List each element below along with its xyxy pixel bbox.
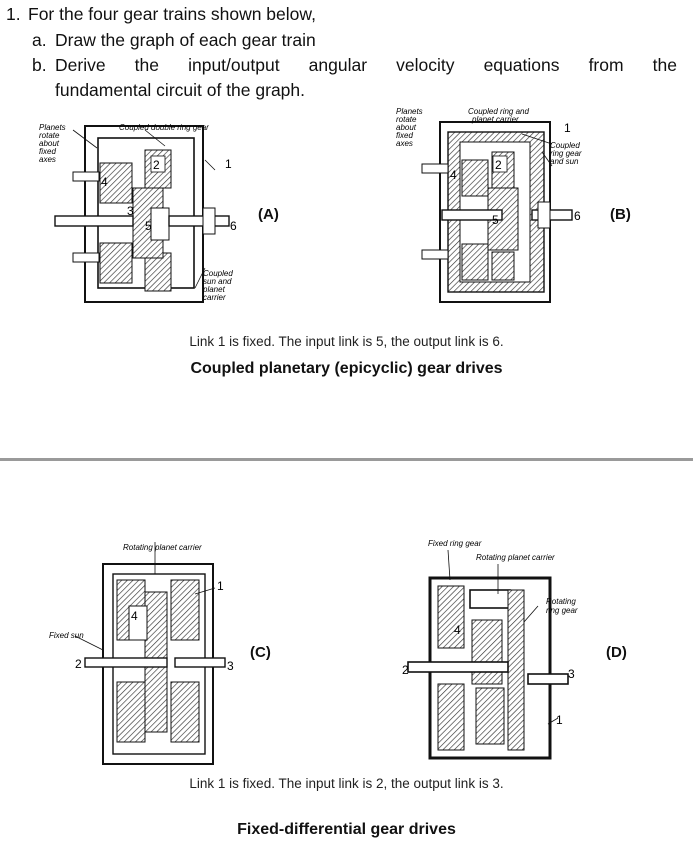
fig-a-num-1: 1 (225, 157, 232, 171)
fig-b-ann-planets-1: Planets (396, 107, 423, 116)
fig-c-num-4: 4 (131, 609, 138, 623)
fig-d-ann-carrier: Rotating planet carrier (476, 553, 555, 562)
fig-b-num-1: 1 (564, 121, 571, 135)
part-a-text: Draw the graph of each gear train (55, 30, 316, 50)
fig-d-ann-ring-rot-2: ring gear (546, 606, 578, 615)
figure-b-diagram: 2 1 4 5 6 Planets rotate about fixed axe… (396, 107, 582, 303)
fig-b-num-5: 5 (492, 213, 499, 227)
fig-c-num-2: 2 (75, 657, 82, 671)
bottom-caption: Link 1 is fixed. The input link is 2, th… (189, 776, 504, 791)
fig-d-num-1: 1 (556, 713, 563, 727)
fig-c-ann-sun: Fixed sun (49, 631, 84, 640)
fig-a-ann-sun-4: carrier (203, 293, 226, 302)
figure-a-label: (A) (258, 206, 279, 223)
fig-a-num-5: 5 (145, 219, 152, 233)
fig-a-num-2: 2 (153, 158, 160, 172)
top-section-title: Coupled planetary (epicyclic) gear drive… (190, 360, 503, 377)
fig-a-ann-sun-2: sun and (203, 277, 232, 286)
fig-a-ann-planets-5: axes (39, 155, 56, 164)
fig-d-ann-ring-fixed: Fixed ring gear (428, 539, 482, 548)
part-a-letter: a. (32, 30, 47, 50)
figure-c-label: (C) (250, 644, 271, 661)
part-b-letter: b. (32, 55, 47, 75)
fig-b-ann-ring-3: and sun (550, 157, 579, 166)
fig-a-ann-sun-3: planet (202, 285, 226, 294)
fig-a-ann-ring: Coupled double ring gear (119, 123, 209, 132)
fig-d-num-2: 2 (402, 663, 409, 677)
fig-a-ann-planets-3: about (39, 139, 60, 148)
figure-a-diagram: 2 1 3 4 5 6 Planets rotate about fixed a… (39, 123, 237, 303)
part-b-line2: fundamental circuit of the graph. (55, 80, 306, 100)
fig-a-num-6: 6 (230, 219, 237, 233)
fig-d-ann-ring-rot-1: Rotating (546, 597, 576, 606)
fig-b-ann-carrier-1: Coupled ring and (468, 107, 529, 116)
fig-b-num-4: 4 (450, 168, 457, 182)
figure-c-diagram: 4 1 2 3 Rotating planet carrier Fixed su… (49, 542, 234, 765)
fig-b-ann-carrier-2: planet carrier (471, 115, 519, 124)
fig-d-num-3: 3 (568, 667, 575, 681)
fig-b-ann-ring-2: ring gear (550, 149, 582, 158)
fig-b-ann-planets-5: axes (396, 139, 413, 148)
fig-b-ann-planets-3: about (396, 123, 417, 132)
question-stem: For the four gear trains shown below, (28, 4, 316, 24)
fig-a-ann-planets-2: rotate (39, 131, 60, 140)
fig-a-num-3: 3 (127, 204, 134, 218)
fig-d-num-4: 4 (454, 623, 461, 637)
fig-a-ann-planets-1: Planets (39, 123, 66, 132)
fig-c-num-3: 3 (227, 659, 234, 673)
fig-b-ann-planets-4: fixed (396, 131, 413, 140)
question-number: 1. (6, 4, 21, 24)
fig-a-ann-planets-4: fixed (39, 147, 56, 156)
figure-d-label: (D) (606, 644, 627, 661)
fig-a-num-4: 4 (101, 175, 108, 189)
fig-b-num-2: 2 (495, 158, 502, 172)
figure-b-label: (B) (610, 206, 631, 223)
fig-c-num-1: 1 (217, 579, 224, 593)
section-divider (0, 458, 693, 461)
fig-b-num-6: 6 (574, 209, 581, 223)
fig-c-ann-carrier: Rotating planet carrier (123, 543, 202, 552)
figure-d-diagram: 4 1 2 3 Fixed ring gear Rotating planet … (402, 539, 578, 760)
part-b-line1: Derive the input/output angular velocity… (55, 55, 677, 75)
bottom-section-title: Fixed-differential gear drives (237, 821, 456, 838)
fig-b-ann-ring-1: Coupled (550, 141, 580, 150)
top-caption: Link 1 is fixed. The input link is 5, th… (189, 334, 504, 349)
fig-b-ann-planets-2: rotate (396, 115, 417, 124)
fig-a-ann-sun-1: Coupled (203, 269, 233, 278)
